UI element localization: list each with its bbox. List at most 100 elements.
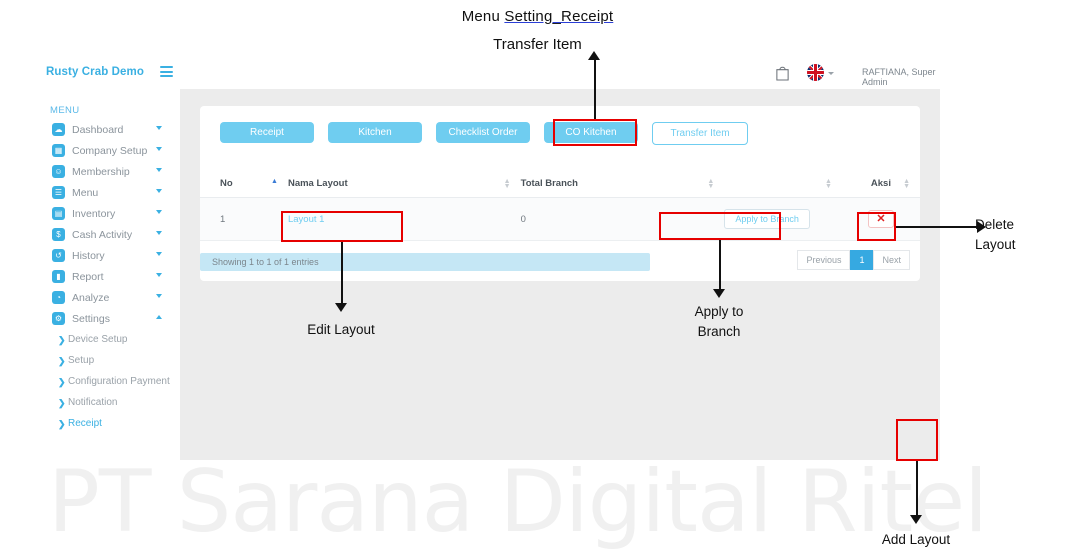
annotation-add-layout: Add Layout [881, 532, 951, 547]
gear-icon: ⚙ [52, 312, 65, 325]
annotation-title: Menu Setting_Receipt [0, 8, 1075, 25]
sort-icon: ▲▼ [903, 178, 910, 190]
layout-table: No▲ Nama Layout▲▼ Total Branch▲▼ ▲▼ Aksi… [200, 172, 920, 241]
sidebar-submenu: ❯ Device Setup ❯ Setup ❯ Configuration P… [30, 331, 180, 436]
arrow-add-layout-line [916, 461, 918, 518]
chevron-down-icon [156, 189, 162, 193]
sidebar-item-label: Menu [72, 186, 99, 199]
sidebar-item-company-setup[interactable]: ▦ Company Setup [30, 140, 180, 161]
arrow-transfer-item-head [588, 51, 600, 60]
chevron-down-icon [156, 231, 162, 235]
annotation-subtitle: Transfer Item [493, 36, 582, 53]
sidebar-subitem-label: Configuration Payment [68, 376, 170, 387]
pagination-previous[interactable]: Previous [797, 250, 851, 270]
tab-co-kitchen[interactable]: CO Kitchen [544, 122, 638, 143]
sidebar-item-cash-activity[interactable]: $ Cash Activity [30, 224, 180, 245]
sidebar-subitem-device-setup[interactable]: ❯ Device Setup [30, 331, 180, 352]
company-icon: ▦ [52, 144, 65, 157]
user-menu-label[interactable]: RAFTIANA, Super Admin [862, 67, 936, 87]
chevron-down-icon [156, 273, 162, 277]
sidebar-item-dashboard[interactable]: ☁ Dashboard [30, 119, 180, 140]
sidebar-item-menu[interactable]: ☰ Menu [30, 182, 180, 203]
delete-layout-button[interactable]: ✕ [868, 210, 894, 228]
tab-receipt[interactable]: Receipt [220, 122, 314, 143]
pagination: Previous 1 Next [797, 250, 910, 270]
sidebar-item-label: Settings [72, 312, 110, 325]
chevron-down-icon [156, 210, 162, 214]
table-header-row: No▲ Nama Layout▲▼ Total Branch▲▼ ▲▼ Aksi… [200, 172, 920, 198]
pagination-next[interactable]: Next [873, 250, 910, 270]
annotation-delete-line1: Delete [975, 217, 1015, 232]
annotation-apply-line1: Apply to [694, 304, 744, 319]
sidebar-subitem-setup[interactable]: ❯ Setup [30, 352, 180, 373]
sidebar-item-label: Cash Activity [72, 228, 133, 241]
arrow-transfer-item-line [594, 58, 596, 119]
sidebar-nav: ☁ Dashboard ▦ Company Setup ☺ Membership… [30, 119, 180, 329]
column-header-no[interactable]: No▲ [200, 172, 288, 198]
sidebar-item-settings[interactable]: ⚙ Settings [30, 308, 180, 329]
arrow-delete-layout-line [896, 226, 978, 228]
menu-fork-icon: ☰ [52, 186, 65, 199]
history-icon: ↺ [52, 249, 65, 262]
chevron-right-icon: ❯ [58, 398, 66, 408]
chevron-down-icon[interactable] [828, 72, 834, 75]
highlight-delete-layout [857, 212, 896, 241]
sidebar-item-report[interactable]: ▮ Report [30, 266, 180, 287]
uk-flag-icon[interactable] [807, 64, 824, 81]
report-icon: ▮ [52, 270, 65, 283]
cell-total-branch: 0 [520, 197, 725, 241]
chevron-right-icon: ❯ [58, 377, 66, 387]
annotation-edit-layout: Edit Layout [307, 322, 375, 337]
apply-to-branch-button[interactable]: Apply to Branch [724, 209, 810, 229]
sidebar-subitem-receipt[interactable]: ❯ Receipt [30, 415, 180, 436]
sidebar-subitem-notification[interactable]: ❯ Notification [30, 394, 180, 415]
annotation-apply-to-branch: Apply to Branch [649, 302, 789, 342]
sidebar-item-label: Analyze [72, 291, 110, 304]
dashboard-icon: ☁ [52, 123, 65, 136]
cell-aksi: ✕ [841, 197, 920, 241]
cell-nama-layout: Layout 1 [287, 197, 521, 241]
sidebar: Rusty Crab Demo MENU ☁ Dashboard ▦ Compa… [30, 57, 180, 460]
column-header-total-branch[interactable]: Total Branch▲▼ [520, 172, 725, 198]
sort-icon: ▲▼ [824, 178, 832, 190]
layout-card: Receipt Kitchen Checklist Order CO Kitch… [200, 106, 920, 281]
sidebar-item-analyze[interactable]: ◔ Analyze [30, 287, 180, 308]
sidebar-subitem-configuration-payment[interactable]: ❯ Configuration Payment [30, 373, 180, 394]
brand-logo[interactable]: Rusty Crab Demo [46, 66, 144, 78]
arrow-apply-branch-head [713, 289, 725, 298]
sidebar-subitem-label: Notification [68, 397, 118, 408]
sidebar-item-label: Dashboard [72, 123, 124, 136]
column-header-aksi[interactable]: Aksi▲▼ [841, 172, 920, 198]
content-area: Receipt Kitchen Checklist Order CO Kitch… [180, 89, 940, 460]
sidebar-item-history[interactable]: ↺ History [30, 245, 180, 266]
sidebar-subitem-label: Setup [68, 355, 95, 366]
hamburger-icon[interactable] [160, 66, 173, 77]
cell-apply: Apply to Branch [724, 197, 842, 241]
tab-transfer-item[interactable]: Transfer Item [652, 122, 748, 145]
column-header-blank[interactable]: ▲▼ [724, 172, 842, 198]
tab-bar: Receipt Kitchen Checklist Order CO Kitch… [220, 122, 748, 145]
annotation-delete-layout: Delete Layout [975, 215, 1075, 255]
watermark: PT Sarana Digital Ritel [48, 452, 988, 552]
edit-layout-link[interactable]: Layout 1 [287, 213, 325, 225]
column-header-nama-layout[interactable]: Nama Layout▲▼ [287, 172, 521, 198]
sidebar-item-label: Company Setup [72, 144, 148, 157]
shopping-bag-icon[interactable] [775, 64, 790, 81]
sidebar-subitem-label: Device Setup [68, 334, 128, 345]
sidebar-item-membership[interactable]: ☺ Membership [30, 161, 180, 182]
chevron-down-icon [156, 168, 162, 172]
sort-icon: ▲▼ [707, 178, 715, 190]
analyze-icon: ◔ [52, 291, 65, 304]
sidebar-item-inventory[interactable]: ▤ Inventory [30, 203, 180, 224]
highlight-apply-to-branch [659, 212, 781, 240]
sidebar-menu-caption: MENU [50, 105, 80, 116]
arrow-edit-layout-head [335, 303, 347, 312]
sort-icon: ▲▼ [503, 178, 511, 190]
sort-asc-icon: ▲ [271, 178, 278, 185]
sidebar-item-label: History [72, 249, 105, 262]
pagination-page-1[interactable]: 1 [850, 250, 874, 270]
annotation-apply-line2: Branch [697, 324, 741, 339]
tab-checklist-order[interactable]: Checklist Order [436, 122, 530, 143]
cell-no: 1 [200, 197, 288, 241]
tab-kitchen[interactable]: Kitchen [328, 122, 422, 143]
